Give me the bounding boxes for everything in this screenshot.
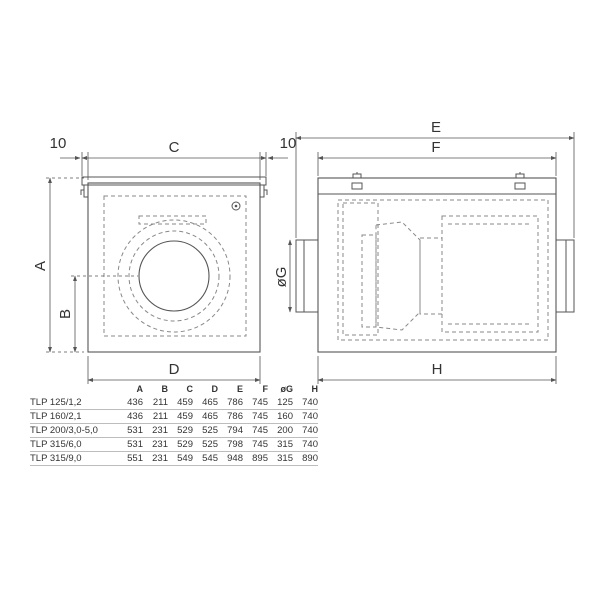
front-inner-panel xyxy=(103,195,247,337)
table-cell: 545 xyxy=(193,451,218,466)
table-row: TLP 125/1,2 436 211 459 465 786 745 125 … xyxy=(30,396,318,410)
side-dimensions xyxy=(288,132,575,384)
table-cell: 436 xyxy=(118,409,143,424)
table-cell: 231 xyxy=(143,451,168,466)
fan-scroll-hidden xyxy=(117,219,231,333)
dim-label-f: F xyxy=(431,139,440,156)
table-cell: 740 xyxy=(293,437,318,452)
dim-label-e: E xyxy=(431,119,441,136)
table-cell: 211 xyxy=(143,396,168,410)
table-header: øG xyxy=(280,384,294,394)
table-cell: 948 xyxy=(218,451,243,466)
table-cell: 459 xyxy=(168,396,193,410)
table-cell: 890 xyxy=(293,451,318,466)
table-row: TLP 200/3,0-5,0 531 231 529 525 794 745 … xyxy=(30,423,318,438)
motor-housing xyxy=(441,215,539,333)
dim-label-10-left: 10 xyxy=(50,135,67,152)
table-row: TLP 160/2,1 436 211 459 465 786 745 160 … xyxy=(30,409,318,424)
model-cell: TLP 200/3,0-5,0 xyxy=(30,423,118,438)
fan-inlet-hidden xyxy=(138,215,207,225)
table-header-row: A B C D E F øG H xyxy=(30,384,319,396)
side-inner-frame xyxy=(337,199,549,341)
table-cell: 549 xyxy=(168,451,193,466)
side-view xyxy=(295,172,575,353)
model-cell: TLP 315/9,0 xyxy=(30,451,118,466)
fan-ring-hidden xyxy=(128,230,220,322)
table-cell: 798 xyxy=(218,437,243,452)
front-dimensions xyxy=(46,152,288,384)
fan-cone xyxy=(375,221,421,331)
table-cell: 231 xyxy=(143,423,168,438)
table-cell: 160 xyxy=(268,409,293,424)
dim-label-h: H xyxy=(432,361,443,378)
front-view-housing xyxy=(87,182,261,353)
model-cell: TLP 160/2,1 xyxy=(30,409,118,424)
front-view xyxy=(80,176,268,353)
table-header: E xyxy=(236,384,243,394)
table-header: D xyxy=(211,384,219,394)
table-cell: 740 xyxy=(293,409,318,424)
table-cell: 315 xyxy=(268,451,293,466)
table-cell: 200 xyxy=(268,423,293,438)
outlet-spigot xyxy=(555,239,575,313)
table-cell: 125 xyxy=(268,396,293,410)
table-cell: 786 xyxy=(218,396,243,410)
dim-label-g: øG xyxy=(273,267,290,288)
top-latch-right xyxy=(515,172,525,178)
table-cell: 465 xyxy=(193,396,218,410)
table-cell: 740 xyxy=(293,423,318,438)
table-cell: 529 xyxy=(168,437,193,452)
table-header xyxy=(30,384,118,396)
table-cell: 745 xyxy=(243,437,268,452)
dim-label-d: D xyxy=(169,361,180,378)
dim-label-10-right: 10 xyxy=(280,135,297,152)
table-cell: 745 xyxy=(243,396,268,410)
fan-motor xyxy=(419,237,443,315)
table-cell: 745 xyxy=(243,423,268,438)
inlet-spigot xyxy=(295,239,319,313)
table-cell: 231 xyxy=(143,437,168,452)
table-cell: 531 xyxy=(118,423,143,438)
table-header: C xyxy=(186,384,194,394)
table-row: TLP 315/9,0 551 231 549 545 948 895 315 … xyxy=(30,451,318,466)
table-row: TLP 315/6,0 531 231 529 525 798 745 315 … xyxy=(30,437,318,452)
table-cell: 465 xyxy=(193,409,218,424)
table-cell: 529 xyxy=(168,423,193,438)
table-cell: 745 xyxy=(243,409,268,424)
table-cell: 315 xyxy=(268,437,293,452)
fan-wheel xyxy=(361,234,377,328)
table-header: A xyxy=(136,384,144,394)
model-cell: TLP 315/6,0 xyxy=(30,437,118,452)
table-cell: 740 xyxy=(293,396,318,410)
table-cell: 525 xyxy=(193,423,218,438)
model-cell: TLP 125/1,2 xyxy=(30,396,118,410)
dim-label-c: C xyxy=(169,139,180,156)
table-cell: 786 xyxy=(218,409,243,424)
table-cell: 794 xyxy=(218,423,243,438)
dimensions-table: A B C D E F øG H TLP 125/1,2 436 211 459… xyxy=(30,384,318,466)
table-cell: 525 xyxy=(193,437,218,452)
table-header: H xyxy=(311,384,319,394)
table-cell: 551 xyxy=(118,451,143,466)
outlet-circle xyxy=(138,240,210,312)
table-cell: 459 xyxy=(168,409,193,424)
side-view-housing xyxy=(317,177,557,353)
top-latch-left xyxy=(352,172,362,178)
table-cell: 531 xyxy=(118,437,143,452)
front-view-lid xyxy=(81,176,267,186)
table-header: F xyxy=(262,384,269,394)
dim-label-b: B xyxy=(57,309,74,319)
table-cell: 895 xyxy=(243,451,268,466)
table-cell: 436 xyxy=(118,396,143,410)
table-header: B xyxy=(161,384,169,394)
dim-label-a: A xyxy=(32,261,49,271)
left-latch xyxy=(80,185,88,198)
table-cell: 211 xyxy=(143,409,168,424)
screw-icon xyxy=(231,201,241,211)
right-latch xyxy=(260,185,268,198)
